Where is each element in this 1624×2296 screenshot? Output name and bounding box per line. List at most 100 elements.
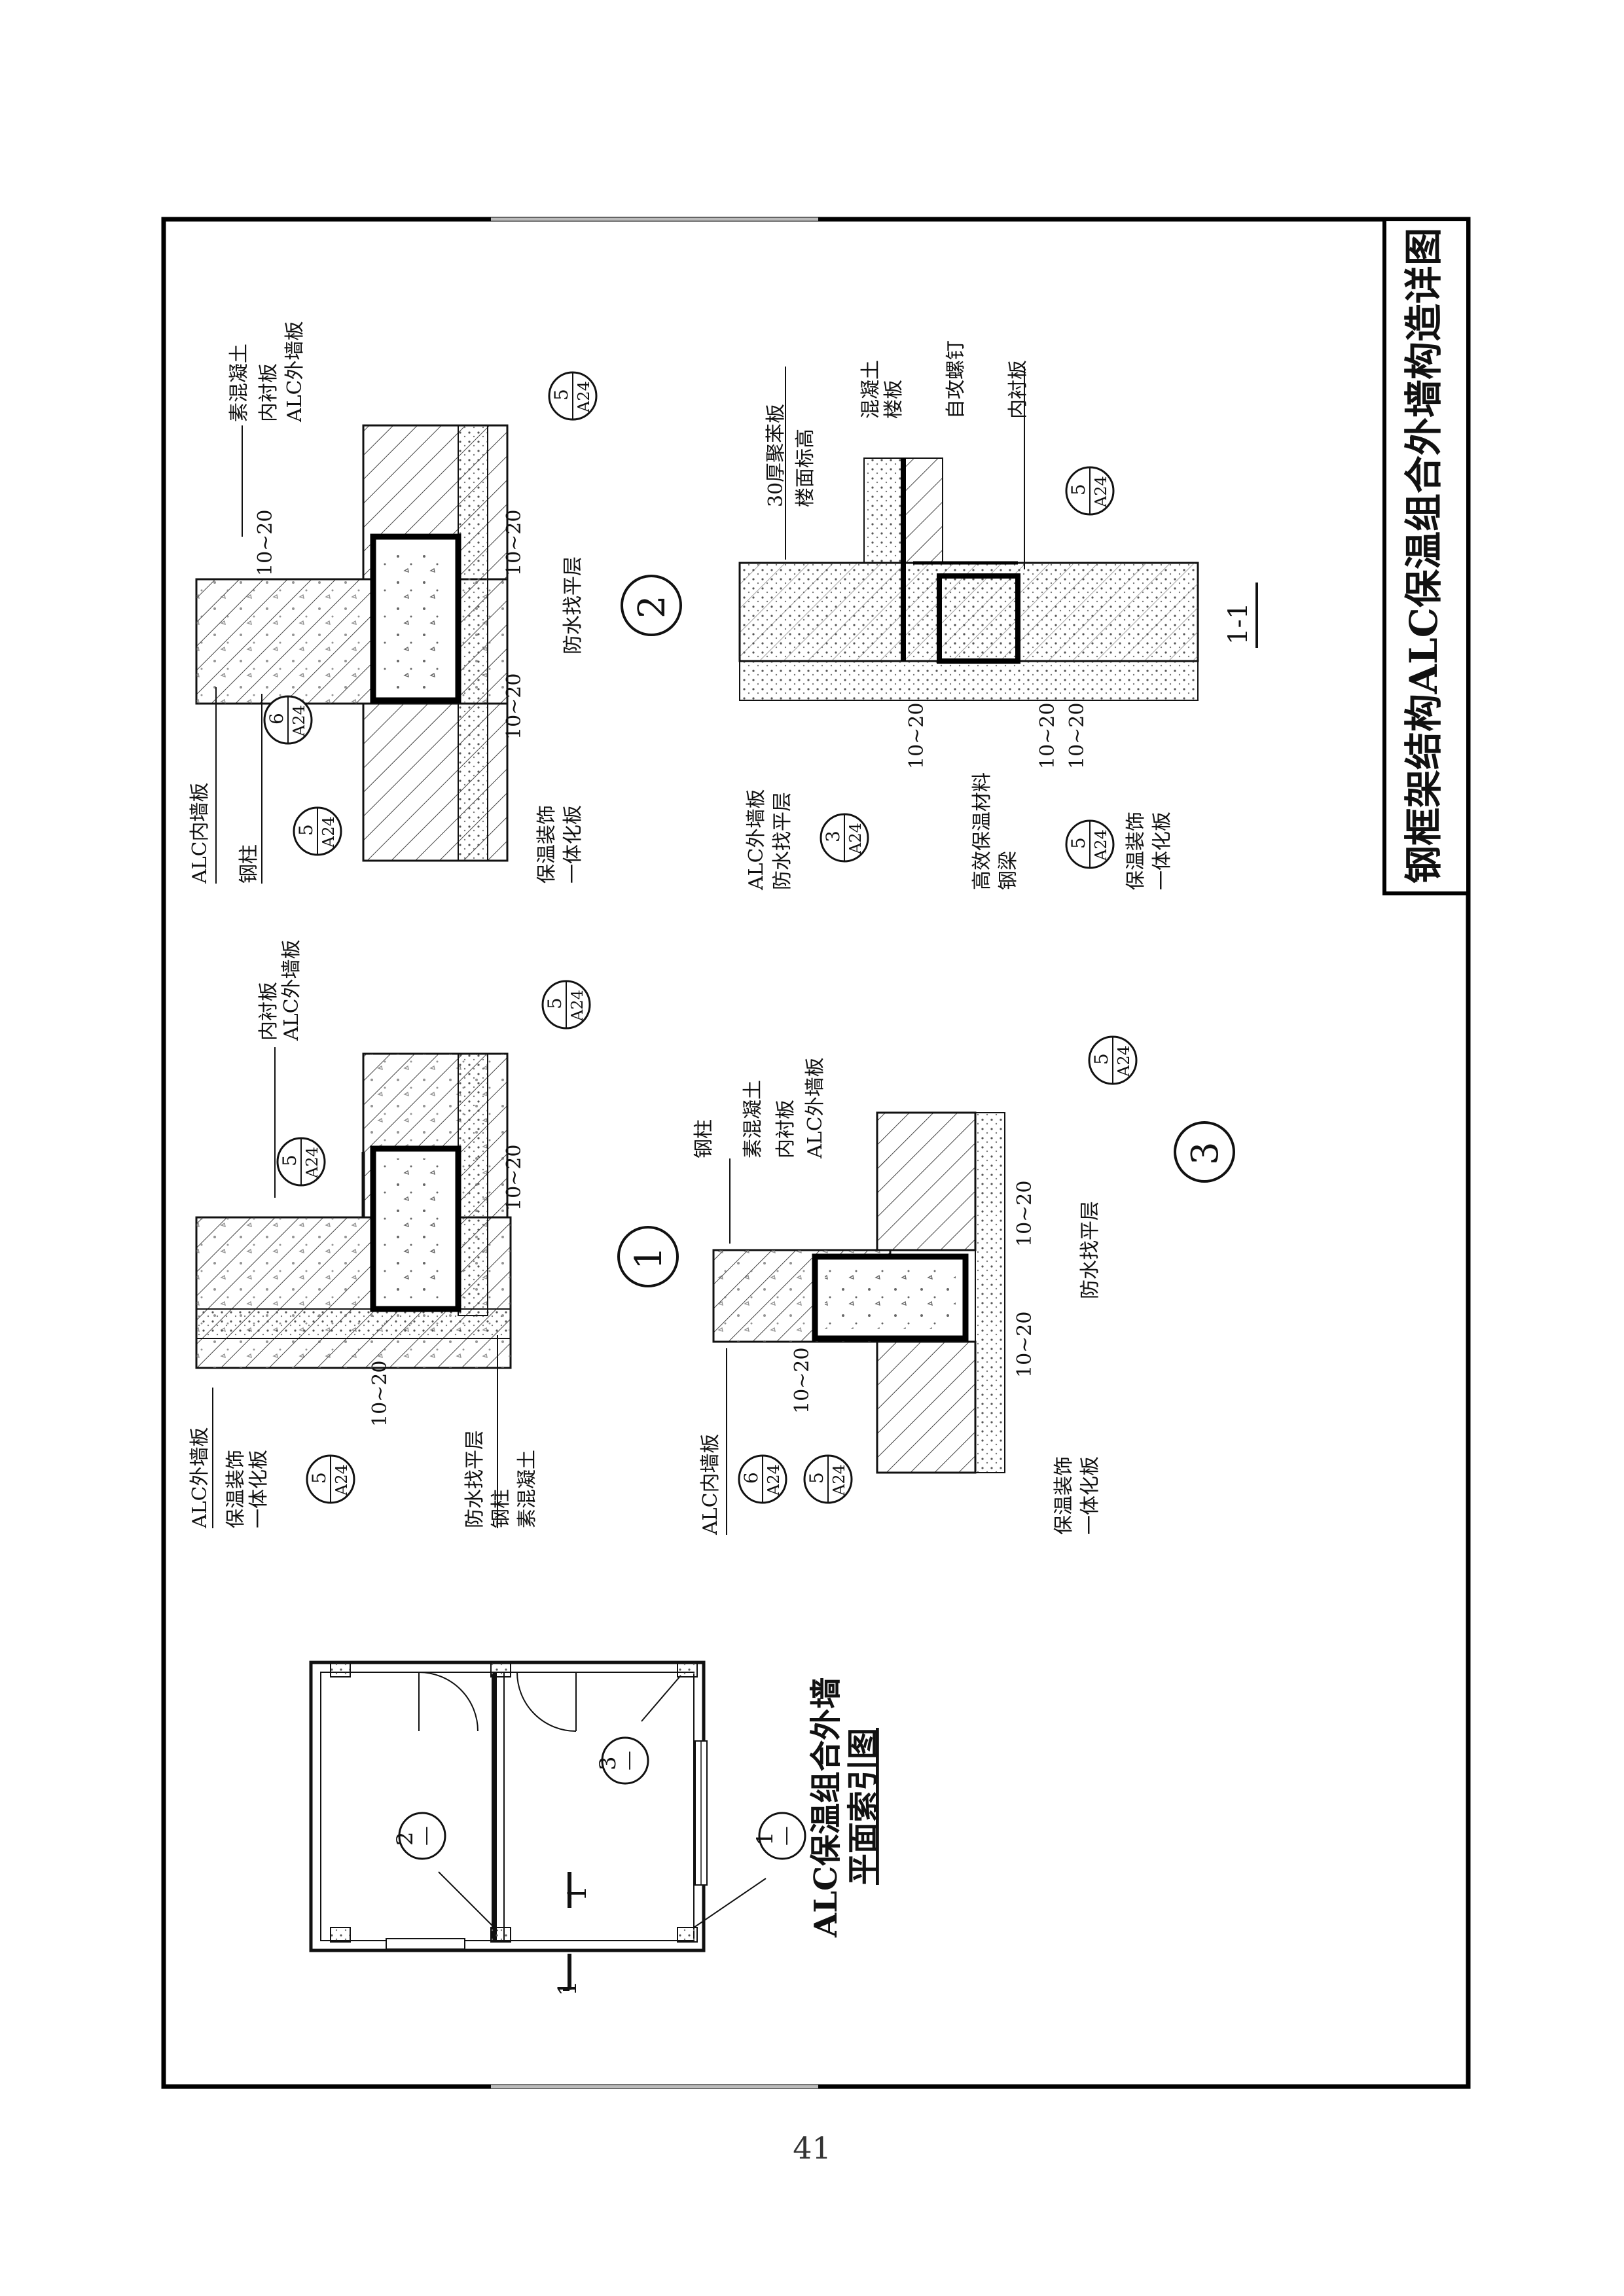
- ref-sheet: A24: [575, 381, 593, 413]
- detail-1: ALC外墙板 保温装饰 一体化板 防水找平层 钢柱 素混凝土 内衬板 ALC外墙…: [189, 939, 679, 1529]
- dimension: 10~20: [503, 1145, 526, 1211]
- ref-num: 5: [544, 997, 566, 1009]
- ref-num: 5: [1068, 837, 1089, 849]
- label: 钢梁: [997, 851, 1020, 890]
- callout-sheet: —: [617, 1751, 640, 1770]
- page-number: 41: [793, 2130, 831, 2166]
- ref-num: 3: [822, 831, 844, 842]
- label: 保温装饰: [1125, 812, 1147, 890]
- callout-number: 3: [595, 1756, 621, 1770]
- ref-sheet: A24: [290, 705, 308, 737]
- ref-5-a24[interactable]: 5 A24: [306, 1454, 355, 1504]
- label: 保温装饰: [225, 1450, 247, 1528]
- label: ALC外墙板: [283, 321, 306, 423]
- plan-subtitle: 平面索引图: [845, 1728, 882, 1885]
- section-1-1: ALC外墙板 防水找平层 高效保温材料 钢梁 保温装饰 一体化板 30厚聚苯板 …: [738, 340, 1258, 891]
- callout-number: 2: [392, 1831, 418, 1846]
- plan-callout-3[interactable]: 3 —: [595, 1675, 681, 1785]
- label: ALC内墙板: [189, 782, 211, 884]
- dimension: 10~20: [503, 510, 526, 576]
- ref-sheet: A24: [568, 990, 586, 1022]
- label: 素混凝土: [742, 1080, 765, 1158]
- dimension: 10~20: [254, 510, 277, 576]
- label: 高效保温材料: [971, 772, 994, 890]
- ref-3-a24[interactable]: 3 A24: [820, 813, 869, 863]
- detail-number: 2: [631, 595, 674, 619]
- dimension: 10~20: [905, 703, 928, 769]
- section-mark: 1: [563, 1886, 592, 1901]
- ref-num: 5: [308, 1472, 330, 1484]
- label: 内衬板: [257, 982, 280, 1041]
- label: 内衬板: [1007, 360, 1030, 419]
- label: ALC内墙板: [699, 1433, 722, 1535]
- steel-beam: [937, 573, 1020, 664]
- ref-num: 5: [806, 1472, 827, 1484]
- ref-sheet: A24: [1092, 476, 1110, 508]
- dimension: 10~20: [369, 1361, 391, 1427]
- label: 一体化板: [562, 805, 585, 884]
- ref-num: 5: [279, 1155, 300, 1166]
- label: 内衬板: [257, 363, 280, 422]
- ref-sheet: A24: [333, 1464, 351, 1496]
- detail-2: ALC内墙板 钢柱 保温装饰 一体化板 素混凝土 内衬板 ALC外墙板 防水找平…: [189, 321, 682, 884]
- section-mark: 1: [553, 1981, 582, 1996]
- ref-sheet: A24: [846, 823, 865, 855]
- ref-num: 5: [1068, 484, 1089, 495]
- dimension: 10~20: [503, 673, 526, 740]
- ref-num: 6: [266, 713, 287, 725]
- ref-5-a24[interactable]: 5 A24: [541, 980, 591, 1030]
- label: 保温装饰: [1053, 1456, 1075, 1535]
- label: 素混凝土: [228, 344, 251, 422]
- ref-num: 5: [295, 824, 317, 836]
- ref-6-a24[interactable]: 6 A24: [263, 695, 313, 745]
- sheet-title: 钢框架结构ALC保温组合外墙构造详图: [1401, 228, 1446, 884]
- section-title: 1-1: [1223, 603, 1254, 645]
- detail-3: ALC内墙板 保温装饰 一体化板 钢柱 素混凝土 内衬板 ALC外墙板 防水找平…: [693, 1035, 1235, 1535]
- label: 一体化板: [1151, 812, 1174, 890]
- label: 自攻螺钉: [945, 340, 967, 419]
- title-block: [1382, 217, 1470, 895]
- callout-sheet: —: [414, 1826, 437, 1846]
- label: ALC外墙板: [745, 789, 768, 891]
- dimension: 10~20: [1066, 703, 1089, 769]
- plan-callout-2[interactable]: 2 —: [392, 1812, 498, 1931]
- label: 一体化板: [1079, 1456, 1102, 1535]
- ref-5-a24[interactable]: 5 A24: [548, 371, 598, 421]
- dimension: 10~20: [1013, 1312, 1036, 1378]
- detail-number: 1: [628, 1246, 670, 1270]
- ref-sheet: A24: [1092, 829, 1110, 861]
- dimension: 10~20: [1036, 703, 1059, 769]
- dimension: 10~20: [791, 1348, 814, 1414]
- detail-number: 3: [1184, 1141, 1227, 1165]
- ref-5-a24[interactable]: 5 A24: [1088, 1035, 1138, 1085]
- label: 防水找平层: [463, 1430, 486, 1528]
- label: 内衬板: [774, 1100, 797, 1158]
- ref-5-a24[interactable]: 5 A24: [293, 806, 342, 856]
- label: 30厚聚苯板: [765, 404, 787, 507]
- plan-title: ALC保温组合外墙: [808, 1677, 844, 1938]
- ref-num: 5: [1091, 1053, 1112, 1065]
- ref-5-a24[interactable]: 5 A24: [803, 1454, 853, 1504]
- ref-num: 6: [740, 1472, 762, 1484]
- label: 混凝土: [859, 360, 882, 419]
- ref-sheet: A24: [830, 1464, 848, 1496]
- callout-sheet: —: [774, 1826, 797, 1846]
- plan-callout-1[interactable]: 1 —: [693, 1812, 806, 1928]
- ref-sheet: A24: [765, 1464, 783, 1496]
- ref-5-a24[interactable]: 5 A24: [1065, 819, 1115, 869]
- label: 一体化板: [247, 1450, 270, 1528]
- ref-5-a24[interactable]: 5 A24: [1065, 466, 1115, 516]
- label: 楼面标高: [794, 429, 817, 507]
- ref-5-a24[interactable]: 5 A24: [276, 1137, 326, 1187]
- dimension: 10~20: [1013, 1181, 1036, 1247]
- ref-num: 5: [550, 389, 572, 401]
- label: ALC外墙板: [189, 1427, 211, 1529]
- label: ALC外墙板: [804, 1057, 827, 1159]
- index-plan: 1 — 2 — 3 — 1 1 ALC保温组合外墙 平面索引图: [309, 1660, 882, 1996]
- label: 楼板: [882, 380, 905, 419]
- label: 素混凝土: [516, 1450, 539, 1528]
- label: 钢柱: [238, 844, 261, 884]
- label: 防水找平层: [562, 556, 585, 655]
- ref-6-a24[interactable]: 6 A24: [738, 1454, 787, 1504]
